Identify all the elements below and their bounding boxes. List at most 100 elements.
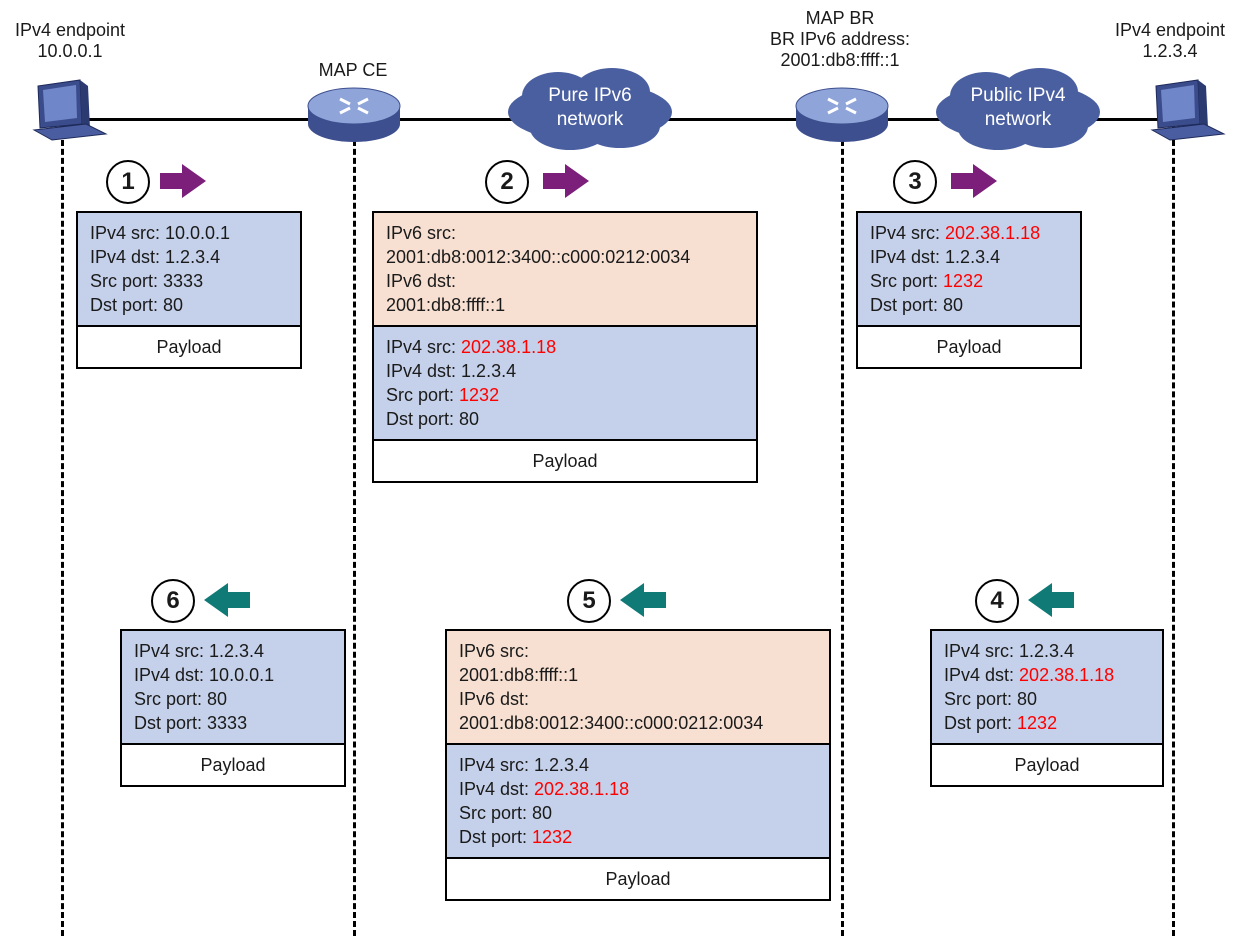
field-value: 80 bbox=[532, 803, 553, 823]
field-label: Src port: bbox=[90, 271, 164, 291]
return-arrow-icon bbox=[1028, 583, 1074, 617]
dst-port-row: Dst port: 3333 bbox=[134, 711, 332, 735]
field-label: IPv4 src: bbox=[134, 641, 210, 661]
map-br-title: MAP BR bbox=[805, 8, 875, 28]
return-arrow-icon bbox=[620, 583, 666, 617]
ipv4-header: IPv4 src: 1.2.3.4 IPv4 dst: 202.38.1.18 … bbox=[447, 745, 829, 859]
field-value: 1.2.3.4 bbox=[945, 247, 1001, 267]
ipv4-header: IPv4 src: 1.2.3.4 IPv4 dst: 10.0.0.1 Src… bbox=[122, 631, 344, 745]
cloud-icon bbox=[936, 68, 1100, 150]
field-label: IPv4 src: bbox=[459, 755, 535, 775]
src-port-row: Src port: 80 bbox=[134, 687, 332, 711]
step-6-marker: 6 bbox=[151, 579, 195, 623]
field-value: 10.0.0.1 bbox=[209, 665, 275, 685]
ipv6-dst-label: IPv6 dst: bbox=[459, 689, 530, 709]
src-port-row: Src port: 3333 bbox=[90, 269, 288, 293]
field-value: 80 bbox=[459, 409, 480, 429]
field-label: IPv4 dst: bbox=[870, 247, 946, 267]
packet-step-6: IPv4 src: 1.2.3.4 IPv4 dst: 10.0.0.1 Src… bbox=[120, 629, 346, 787]
ipv6-header: IPv6 src: 2001:db8:0012:3400::c000:0212:… bbox=[374, 213, 756, 327]
ipv4-dst-row: IPv4 dst: 1.2.3.4 bbox=[386, 359, 744, 383]
router-icon bbox=[307, 87, 401, 142]
field-label: IPv4 dst: bbox=[944, 665, 1020, 685]
payload-segment: Payload bbox=[932, 745, 1162, 785]
field-value: 3333 bbox=[163, 271, 204, 291]
src-port-row: Src port: 1232 bbox=[870, 269, 1068, 293]
ipv6-dst-value: 2001:db8:ffff::1 bbox=[386, 295, 506, 315]
packet-step-4: IPv4 src: 1.2.3.4 IPv4 dst: 202.38.1.18 … bbox=[930, 629, 1164, 787]
ipv6-header: IPv6 src: 2001:db8:ffff::1 IPv6 dst: 200… bbox=[447, 631, 829, 745]
field-value: 80 bbox=[1017, 689, 1038, 709]
field-label: Src port: bbox=[944, 689, 1018, 709]
field-label: IPv4 dst: bbox=[134, 665, 210, 685]
translated-value: 202.38.1.18 bbox=[461, 337, 557, 357]
ipv6-src-label: IPv6 src: bbox=[459, 641, 530, 661]
ipv4-dst-row: IPv4 dst: 202.38.1.18 bbox=[944, 663, 1150, 687]
packet-step-1: IPv4 src: 10.0.0.1 IPv4 dst: 1.2.3.4 Src… bbox=[76, 211, 302, 369]
field-value: 3333 bbox=[207, 713, 248, 733]
field-label: IPv4 dst: bbox=[386, 361, 462, 381]
ipv4-src-row: IPv4 src: 1.2.3.4 bbox=[944, 639, 1150, 663]
lifeline-map-ce bbox=[353, 122, 356, 936]
ipv6-cloud-label: Pure IPv6 network bbox=[500, 84, 680, 132]
field-label: IPv4 src: bbox=[90, 223, 166, 243]
translated-value: 1232 bbox=[459, 385, 500, 405]
field-label: IPv4 dst: bbox=[459, 779, 535, 799]
translated-value: 1232 bbox=[1017, 713, 1058, 733]
left-endpoint-title: IPv4 endpoint bbox=[14, 20, 126, 40]
step-2-marker: 2 bbox=[485, 160, 529, 204]
ipv4-dst-row: IPv4 dst: 1.2.3.4 bbox=[870, 245, 1068, 269]
ipv4-cloud-label: Public IPv4 network bbox=[928, 84, 1108, 132]
forward-arrow-icon bbox=[160, 164, 206, 198]
field-label: Dst port: bbox=[386, 409, 460, 429]
field-label: IPv4 dst: bbox=[90, 247, 166, 267]
ipv4-src-row: IPv4 src: 202.38.1.18 bbox=[870, 221, 1068, 245]
field-value: 1.2.3.4 bbox=[534, 755, 590, 775]
right-endpoint-label: IPv4 endpoint 1.2.3.4 bbox=[1100, 20, 1240, 62]
ipv6-dst-value: 2001:db8:0012:3400::c000:0212:0034 bbox=[459, 713, 764, 733]
ipv4-src-row: IPv4 src: 202.38.1.18 bbox=[386, 335, 744, 359]
field-value: 1.2.3.4 bbox=[209, 641, 265, 661]
payload-segment: Payload bbox=[374, 441, 756, 481]
field-label: Src port: bbox=[870, 271, 944, 291]
left-endpoint-address: 10.0.0.1 bbox=[37, 41, 103, 61]
map-br-address: 2001:db8:ffff::1 bbox=[780, 50, 900, 70]
ipv4-src-row: IPv4 src: 10.0.0.1 bbox=[90, 221, 288, 245]
ipv4-dst-row: IPv4 dst: 202.38.1.18 bbox=[459, 777, 817, 801]
src-port-row: Src port: 80 bbox=[459, 801, 817, 825]
return-arrow-icon bbox=[204, 583, 250, 617]
ipv6-src-value: 2001:db8:0012:3400::c000:0212:0034 bbox=[386, 247, 691, 267]
field-value: 1.2.3.4 bbox=[165, 247, 221, 267]
dst-port-row: Dst port: 80 bbox=[870, 293, 1068, 317]
field-label: Dst port: bbox=[459, 827, 533, 847]
right-endpoint-title: IPv4 endpoint bbox=[1114, 20, 1226, 40]
ipv6-src-value: 2001:db8:ffff::1 bbox=[459, 665, 579, 685]
lifeline-right-endpoint bbox=[1172, 122, 1175, 936]
field-value: 80 bbox=[943, 295, 964, 315]
payload-segment: Payload bbox=[122, 745, 344, 785]
payload-segment: Payload bbox=[78, 327, 300, 367]
field-value: 1.2.3.4 bbox=[1019, 641, 1075, 661]
forward-arrow-icon bbox=[543, 164, 589, 198]
ipv4-header: IPv4 src: 202.38.1.18 IPv4 dst: 1.2.3.4 … bbox=[858, 213, 1080, 327]
field-value: 1.2.3.4 bbox=[461, 361, 517, 381]
step-1-marker: 1 bbox=[106, 160, 150, 204]
ipv4-header: IPv4 src: 10.0.0.1 IPv4 dst: 1.2.3.4 Src… bbox=[78, 213, 300, 327]
dst-port-row: Dst port: 1232 bbox=[944, 711, 1150, 735]
ipv4-dst-row: IPv4 dst: 1.2.3.4 bbox=[90, 245, 288, 269]
ipv4-header: IPv4 src: 1.2.3.4 IPv4 dst: 202.38.1.18 … bbox=[932, 631, 1162, 745]
field-value: 10.0.0.1 bbox=[165, 223, 231, 243]
packet-step-3: IPv4 src: 202.38.1.18 IPv4 dst: 1.2.3.4 … bbox=[856, 211, 1082, 369]
router-icon bbox=[795, 87, 889, 142]
computer-icon bbox=[32, 79, 108, 141]
translated-value: 202.38.1.18 bbox=[945, 223, 1041, 243]
packet-step-5: IPv6 src: 2001:db8:ffff::1 IPv6 dst: 200… bbox=[445, 629, 831, 901]
ipv4-header: IPv4 src: 202.38.1.18 IPv4 dst: 1.2.3.4 … bbox=[374, 327, 756, 441]
map-br-label: MAP BR BR IPv6 address: 2001:db8:ffff::1 bbox=[760, 8, 920, 71]
map-ce-label: MAP CE bbox=[318, 60, 388, 80]
lifeline-left-endpoint bbox=[61, 122, 64, 936]
left-endpoint-label: IPv4 endpoint 10.0.0.1 bbox=[0, 20, 140, 62]
ipv4-cloud-line1: Public IPv4 bbox=[970, 85, 1066, 106]
dst-port-row: Dst port: 80 bbox=[90, 293, 288, 317]
field-value: 80 bbox=[207, 689, 228, 709]
